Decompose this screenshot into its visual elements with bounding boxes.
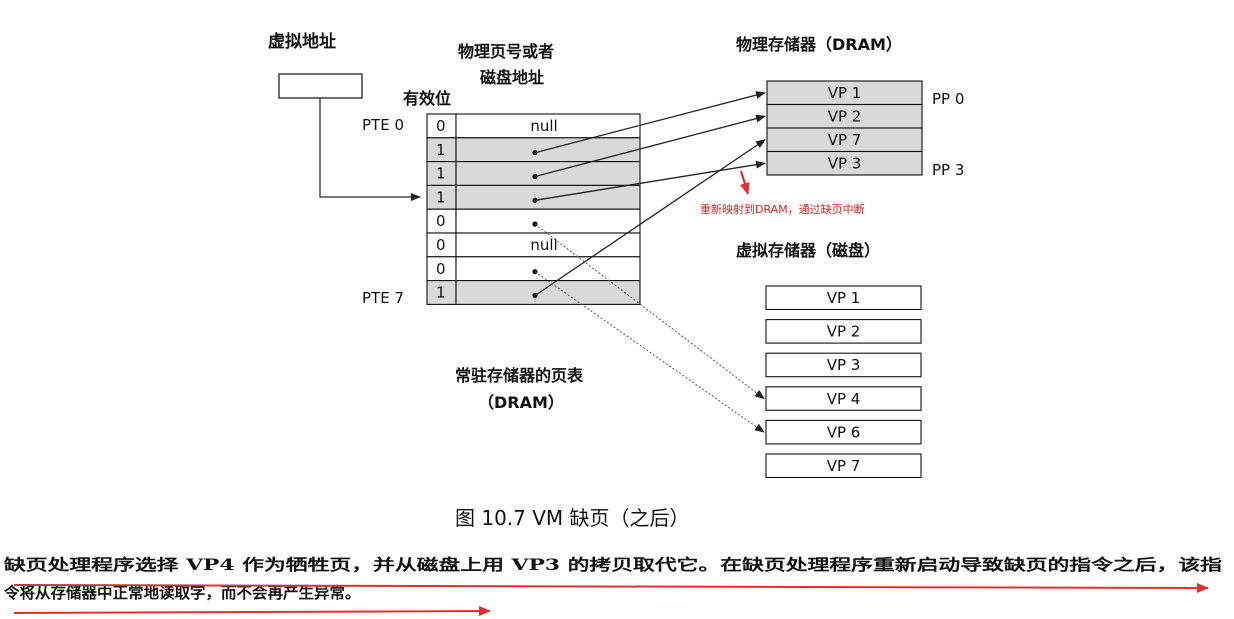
pte-entry-cell [455, 256, 641, 282]
pp3-label: PP 3 [932, 161, 964, 179]
pte-valid-bit: 0 [436, 212, 446, 230]
mapping-arrow-to-dram [534, 160, 766, 201]
virtual-memory-disk: VP 1 VP 2 VP 3 VP 4 VP 6 VP 7 [765, 285, 922, 479]
ppn-or-disk-label-line2: 磁盘地址 [480, 68, 544, 87]
disk-page-label: VP 1 [827, 289, 861, 307]
page-table: 0 null 1 1 1 0 0 null 0 1 [426, 113, 641, 305]
underline-arrow-line2 [13, 606, 491, 617]
underline-arrow-line1 [13, 582, 1209, 593]
ppn-or-disk-label-line1: 物理页号或者 [458, 42, 554, 61]
mapping-arrow-to-disk [534, 271, 765, 433]
disk-page-label: VP 6 [827, 423, 861, 441]
virtual-address-box [278, 73, 363, 99]
annotation-text: 重新映射到DRAM，通过缺页中断 [700, 202, 865, 216]
pte-valid-bit: 1 [436, 165, 446, 183]
disk-page-cell [765, 386, 922, 411]
valid-bit-label: 有效位 [403, 89, 451, 108]
figure-caption: 图 10.7 VM 缺页（之后） [455, 506, 690, 530]
disk-page-cell [765, 352, 922, 378]
pp0-label: PP 0 [932, 90, 964, 108]
mapping-arrow-to-dram [534, 91, 766, 154]
virtual-address-lookup-arrow [319, 98, 421, 201]
pte-entry-cell [455, 280, 641, 305]
mapping-arrow-to-dram [534, 114, 766, 178]
pte-valid-bit: 0 [436, 260, 446, 278]
page-table-label-line1: 常驻存储器的页表 [455, 366, 584, 385]
virtual-address-label: 虚拟地址 [268, 31, 336, 52]
physical-page-label: VP 2 [828, 108, 862, 126]
physical-page-label: VP 3 [828, 155, 862, 173]
disk-page-label: VP 7 [827, 457, 861, 475]
disk-page-cell [765, 285, 922, 311]
pte7-label: PTE 7 [362, 289, 404, 307]
disk-page-cell [765, 453, 922, 479]
page-mappings [534, 91, 766, 433]
annotation-arrow [740, 170, 750, 195]
disk-page-cell [765, 419, 922, 445]
pte-valid-bit: 0 [436, 117, 446, 135]
physical-page-cell [766, 150, 923, 176]
pte-valid-bit: 1 [436, 284, 446, 302]
pte-valid-bit: 0 [436, 236, 446, 254]
disk-page-label: VP 3 [827, 356, 861, 374]
pte-valid-bit: 1 [436, 141, 446, 159]
pte0-label: PTE 0 [362, 116, 404, 134]
pte-entry-cell [455, 208, 641, 234]
physical-page-label: VP 1 [828, 84, 862, 102]
body-text-line1: 缺页处理程序选择 VP4 作为牺牲页，并从磁盘上用 VP3 的拷贝取代它。在缺页… [4, 555, 1223, 574]
physical-memory: VP 1 VP 2 VP 7 VP 3 [766, 80, 923, 176]
disk-page-label: VP 4 [827, 390, 861, 408]
disk-page-cell [765, 319, 922, 344]
pte-valid-bit: 1 [436, 188, 446, 206]
pte-entry-text: null [530, 117, 557, 135]
pte-entry-text: null [530, 236, 557, 254]
page-table-label-line2: （DRAM） [478, 393, 564, 412]
disk-page-label: VP 2 [827, 323, 861, 341]
mapping-arrow-to-dram [534, 139, 766, 297]
physical-page-label: VP 7 [828, 131, 862, 149]
body-text-line2: 令将从存储器中正常地读取字，而不会再产生异常。 [3, 583, 361, 602]
virtual-memory-label: 虚拟存储器（磁盘） [736, 241, 880, 260]
physical-memory-label: 物理存储器（DRAM） [736, 35, 902, 54]
pte-entry-cell [455, 184, 641, 210]
